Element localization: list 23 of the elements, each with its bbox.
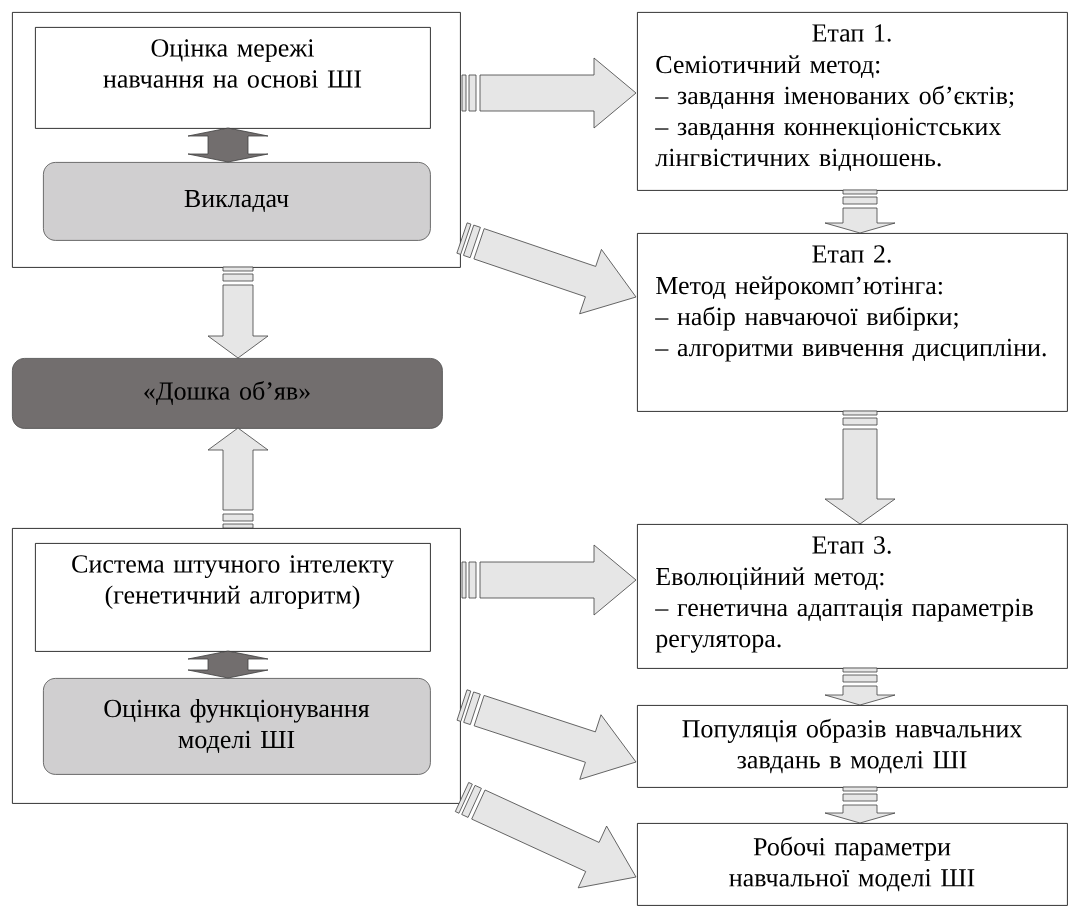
process-box: Етап 1. Семіотичний метод: – завдання іменованих об’єктів; – завдання коннекціоністських лінгвістичних відношень. xyxy=(637,12,1068,191)
block-arrow xyxy=(187,650,269,679)
rounded-box: Оцінка функціонування моделі ШІ xyxy=(43,678,431,775)
block-arrow xyxy=(824,189,896,234)
block-arrow xyxy=(824,786,896,824)
block-arrow xyxy=(461,544,637,616)
process-box: Етап 3. Еволюційний метод: – генетична адаптація параметрів регулятора. xyxy=(637,524,1068,669)
block-arrow xyxy=(824,667,896,706)
block-arrow xyxy=(187,127,269,163)
rounded-box: Викладач xyxy=(43,162,431,241)
block-arrow xyxy=(207,266,269,359)
board-box: «Дошка об’яв» xyxy=(12,358,443,429)
block-arrow xyxy=(461,57,637,129)
process-box: Робочі параметри навчальної моделі ШІ xyxy=(637,823,1068,906)
block-arrow xyxy=(207,427,269,529)
block-arrow xyxy=(824,410,896,525)
block-arrow xyxy=(456,222,637,315)
process-box: Система штучного інтелекту (генетичний алгоритм) xyxy=(35,543,431,652)
block-arrow xyxy=(456,689,637,780)
block-arrow xyxy=(454,782,637,889)
process-box: Популяція образів навчальних завдань в моделі ШІ xyxy=(637,705,1068,788)
process-box: Оцінка мережі навчання на основі ШІ xyxy=(35,27,431,129)
process-box: Етап 2. Метод нейрокомп’ютінга: – набір навчаючої вибірки; – алгоритми вивчення дисципліни. xyxy=(637,233,1068,412)
